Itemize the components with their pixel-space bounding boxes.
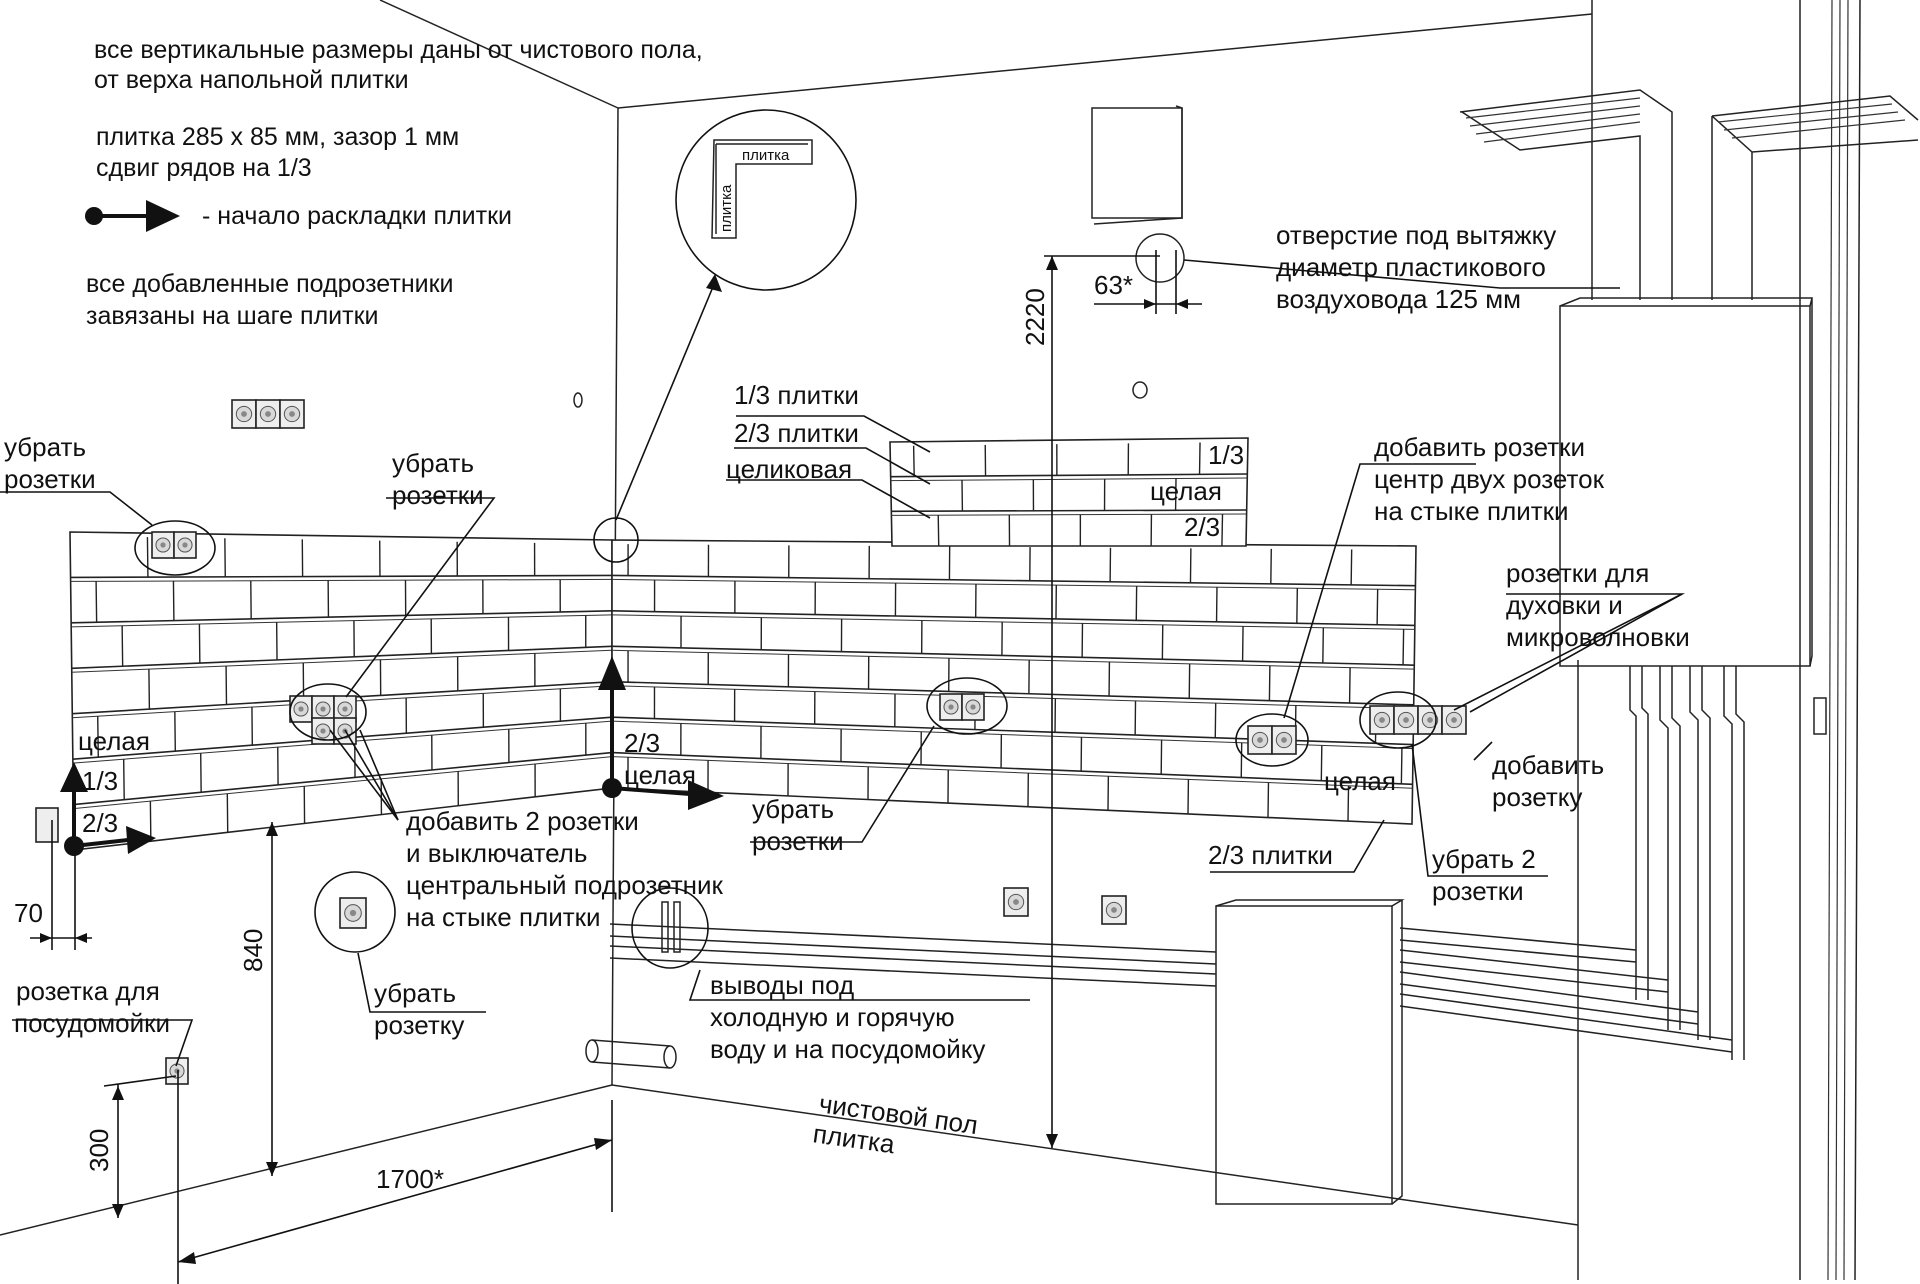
label-add-outlet-2: розетку <box>1492 782 1582 812</box>
label-add-outlets-right-3: на стыке плитки <box>1374 496 1569 526</box>
dim-2220: 2220 <box>1020 288 1050 346</box>
label-remove-two-outlets-1: убрать 2 <box>1432 844 1536 874</box>
tile-mark-upper-two-thirds: 2/3 <box>1184 512 1220 542</box>
label-remove-outlets-mid: убрать <box>392 448 474 478</box>
detail-tile-vertical: плитка <box>718 184 735 232</box>
label-remove-outlet: убрать <box>374 978 456 1008</box>
label-dishwasher-outlet: розетка для <box>16 976 160 1006</box>
leader-lines <box>0 259 1686 1067</box>
tile-mark-left-two-thirds: 2/3 <box>82 808 118 838</box>
ventilation-duct <box>1459 89 1919 300</box>
label-add-outlets-right-2: центр двух розеток <box>1374 464 1605 494</box>
tile-mark-right-whole: целая <box>1324 766 1396 796</box>
tile-mark-upper-third: 1/3 <box>1208 440 1244 470</box>
label-add-outlets-3: центральный подрозетник <box>406 870 724 900</box>
tile-mark-center-whole: целая <box>624 760 696 790</box>
boiler-pipes <box>1399 666 1745 1060</box>
label-water-outlets-3: воду и на посудомойку <box>710 1034 985 1064</box>
dimension-lines <box>30 250 1202 1284</box>
label-add-outlet-1: добавить <box>1492 750 1604 780</box>
label-remove-outlet-2: розетку <box>374 1010 464 1040</box>
label-oven-outlets-3: микроволновки <box>1506 622 1690 652</box>
label-tile-third: 1/3 плитки <box>734 380 859 410</box>
tile-backsplash-left <box>69 531 613 851</box>
dim-840: 840 <box>238 929 268 972</box>
detail-tile-horizontal: плитка <box>742 147 790 164</box>
label-remove-two-outlets-2: розетки <box>1432 876 1524 906</box>
label-add-outlets-1: добавить 2 розетки <box>406 806 639 836</box>
dim-70: 70 <box>14 898 43 928</box>
label-remove-outlets-center-2: розетки <box>752 826 844 856</box>
label-remove-outlets-left: убрать <box>4 432 86 462</box>
note-start-legend: - начало раскладки плитки <box>202 202 512 230</box>
label-oven-outlets-2: духовки и <box>1506 590 1623 620</box>
label-water-outlets-2: холодную и горячую <box>710 1002 955 1032</box>
note-boxes-1: все добавленные подрозетники <box>86 270 454 298</box>
label-tile-whole: целиковая <box>726 454 852 484</box>
label-oven-outlets-1: розетки для <box>1506 558 1649 588</box>
label-add-outlets-2: и выключатель <box>406 838 587 868</box>
tile-mark-left-third: 1/3 <box>82 766 118 796</box>
label-remove-outlets-center: убрать <box>752 794 834 824</box>
note-tile-size: плитка 285 х 85 мм, зазор 1 мм <box>96 123 459 151</box>
label-dishwasher-outlet-2: посудомойки <box>14 1008 170 1038</box>
room-outline <box>0 0 1861 1281</box>
floor-cabinet <box>1215 899 1405 1205</box>
label-add-outlets-4: на стыке плитки <box>406 902 601 932</box>
note-boxes-2: завязаны на шаге плитки <box>86 302 378 330</box>
hood-vent-hole <box>1135 233 1185 283</box>
callout-circles <box>134 517 1437 969</box>
tile-mark-left-whole: целая <box>78 726 150 756</box>
dim-1700: 1700* <box>376 1164 444 1194</box>
wall-niche <box>573 105 1185 408</box>
tile-backsplash-upper <box>889 437 1249 547</box>
dim-300: 300 <box>84 1129 114 1172</box>
label-bottom-two-thirds: 2/3 плитки <box>1208 840 1333 870</box>
label-water-outlets-1: выводы под <box>710 970 854 1000</box>
tile-backsplash-right <box>611 539 1417 825</box>
boiler-unit <box>1559 297 1813 667</box>
tile-start-markers <box>60 200 724 856</box>
socket-group <box>35 399 1467 1085</box>
label-add-outlets-right-1: добавить розетки <box>1374 432 1585 462</box>
corner-detail-callout: плитка плитка <box>615 109 857 521</box>
label-hood-hole-1: отверстие под вытяжку <box>1276 220 1556 250</box>
note-row-shift: сдвиг рядов на 1/3 <box>96 154 312 182</box>
label-remove-outlets-left-2: розетки <box>4 464 96 494</box>
floor-pipes <box>585 901 1217 1069</box>
label-remove-outlets-mid-2: розетки <box>392 480 484 510</box>
label-hood-hole-2: диаметр пластикового <box>1276 252 1546 282</box>
note-vertical-dims-1: все вертикальные размеры даны от чистово… <box>94 36 703 64</box>
label-hood-hole-3: воздуховода 125 мм <box>1276 284 1521 314</box>
note-vertical-dims-2: от верха напольной плитки <box>94 66 409 94</box>
label-tile-two-thirds: 2/3 плитки <box>734 418 859 448</box>
tile-mark-center-two-thirds: 2/3 <box>624 728 660 758</box>
tile-mark-upper-whole: целая <box>1150 476 1222 506</box>
dim-63: 63* <box>1094 270 1133 300</box>
